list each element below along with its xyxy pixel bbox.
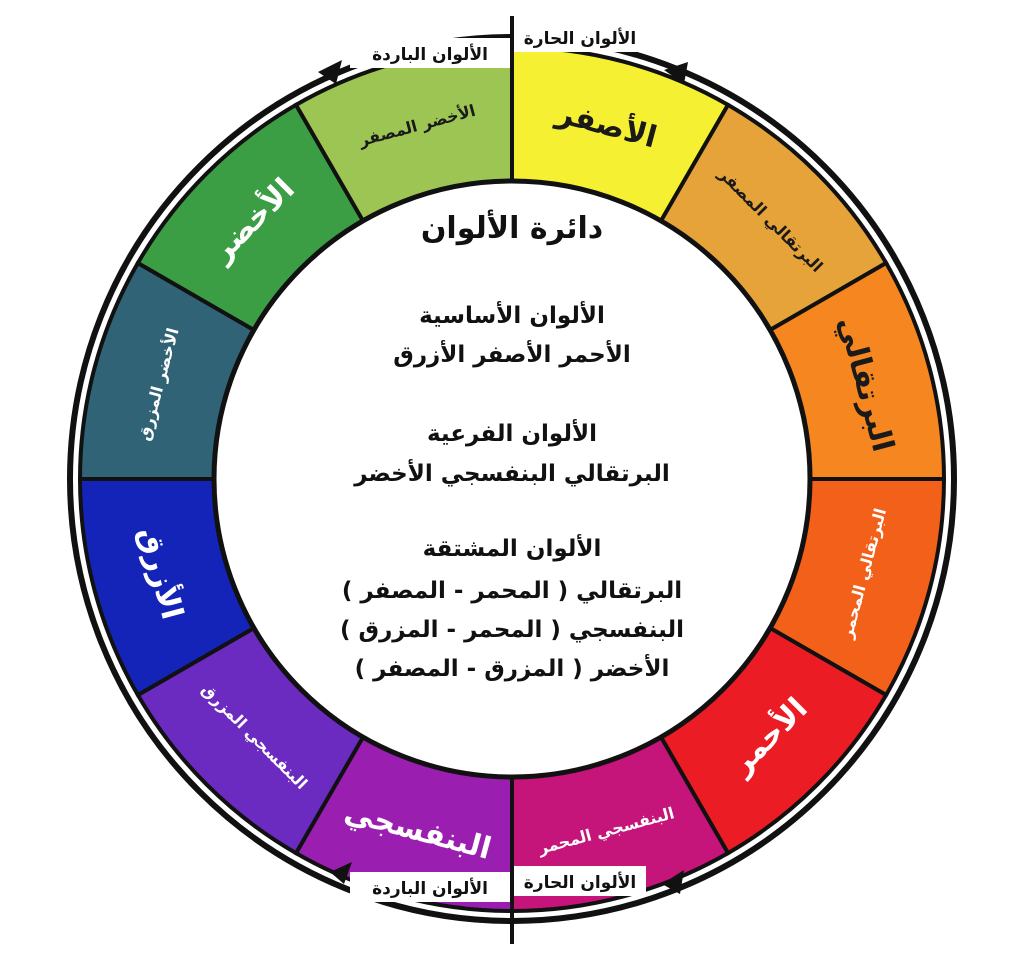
arrowhead-bottom-right — [662, 870, 684, 894]
label-bg-top-warm — [514, 24, 648, 52]
group-line-tertiary-3: الأخضر ( المزرق - المصفر ) — [355, 653, 670, 682]
arrow-label-top-warm: الألوان الحارة — [524, 28, 636, 49]
group-line-tertiary-2: البنفسجي ( المحمر - المزرق ) — [340, 617, 684, 643]
label-bg-bottom-cold — [350, 872, 510, 902]
arrowhead-top-left — [318, 60, 342, 84]
wheel-title: دائرة الألوان — [421, 209, 603, 246]
arrowhead-bottom-left — [330, 862, 352, 884]
group-heading-primary: الألوان الأساسية — [419, 300, 605, 329]
arrow-label-top-cold: الألوان الباردة — [372, 44, 488, 65]
arrowhead-top-right — [664, 62, 688, 84]
label-bg-bottom-warm — [514, 866, 646, 896]
arrow-label-bottom-warm: الألوان الحارة — [524, 872, 636, 893]
group-heading-tertiary: الألوان المشتقة — [423, 533, 602, 562]
group-line-secondary: البرتقالي البنفسجي الأخضر — [353, 458, 670, 487]
group-heading-secondary: الألوان الفرعية — [427, 418, 597, 447]
label-bg-top-cold — [350, 38, 510, 68]
inner-white-disc — [211, 178, 813, 780]
group-line-primary: الأحمر الأصفر الأزرق — [393, 339, 630, 368]
group-line-tertiary-1: البرتقالي ( المحمر - المصفر ) — [342, 578, 682, 604]
arrow-label-bottom-cold: الألوان الباردة — [372, 878, 488, 899]
